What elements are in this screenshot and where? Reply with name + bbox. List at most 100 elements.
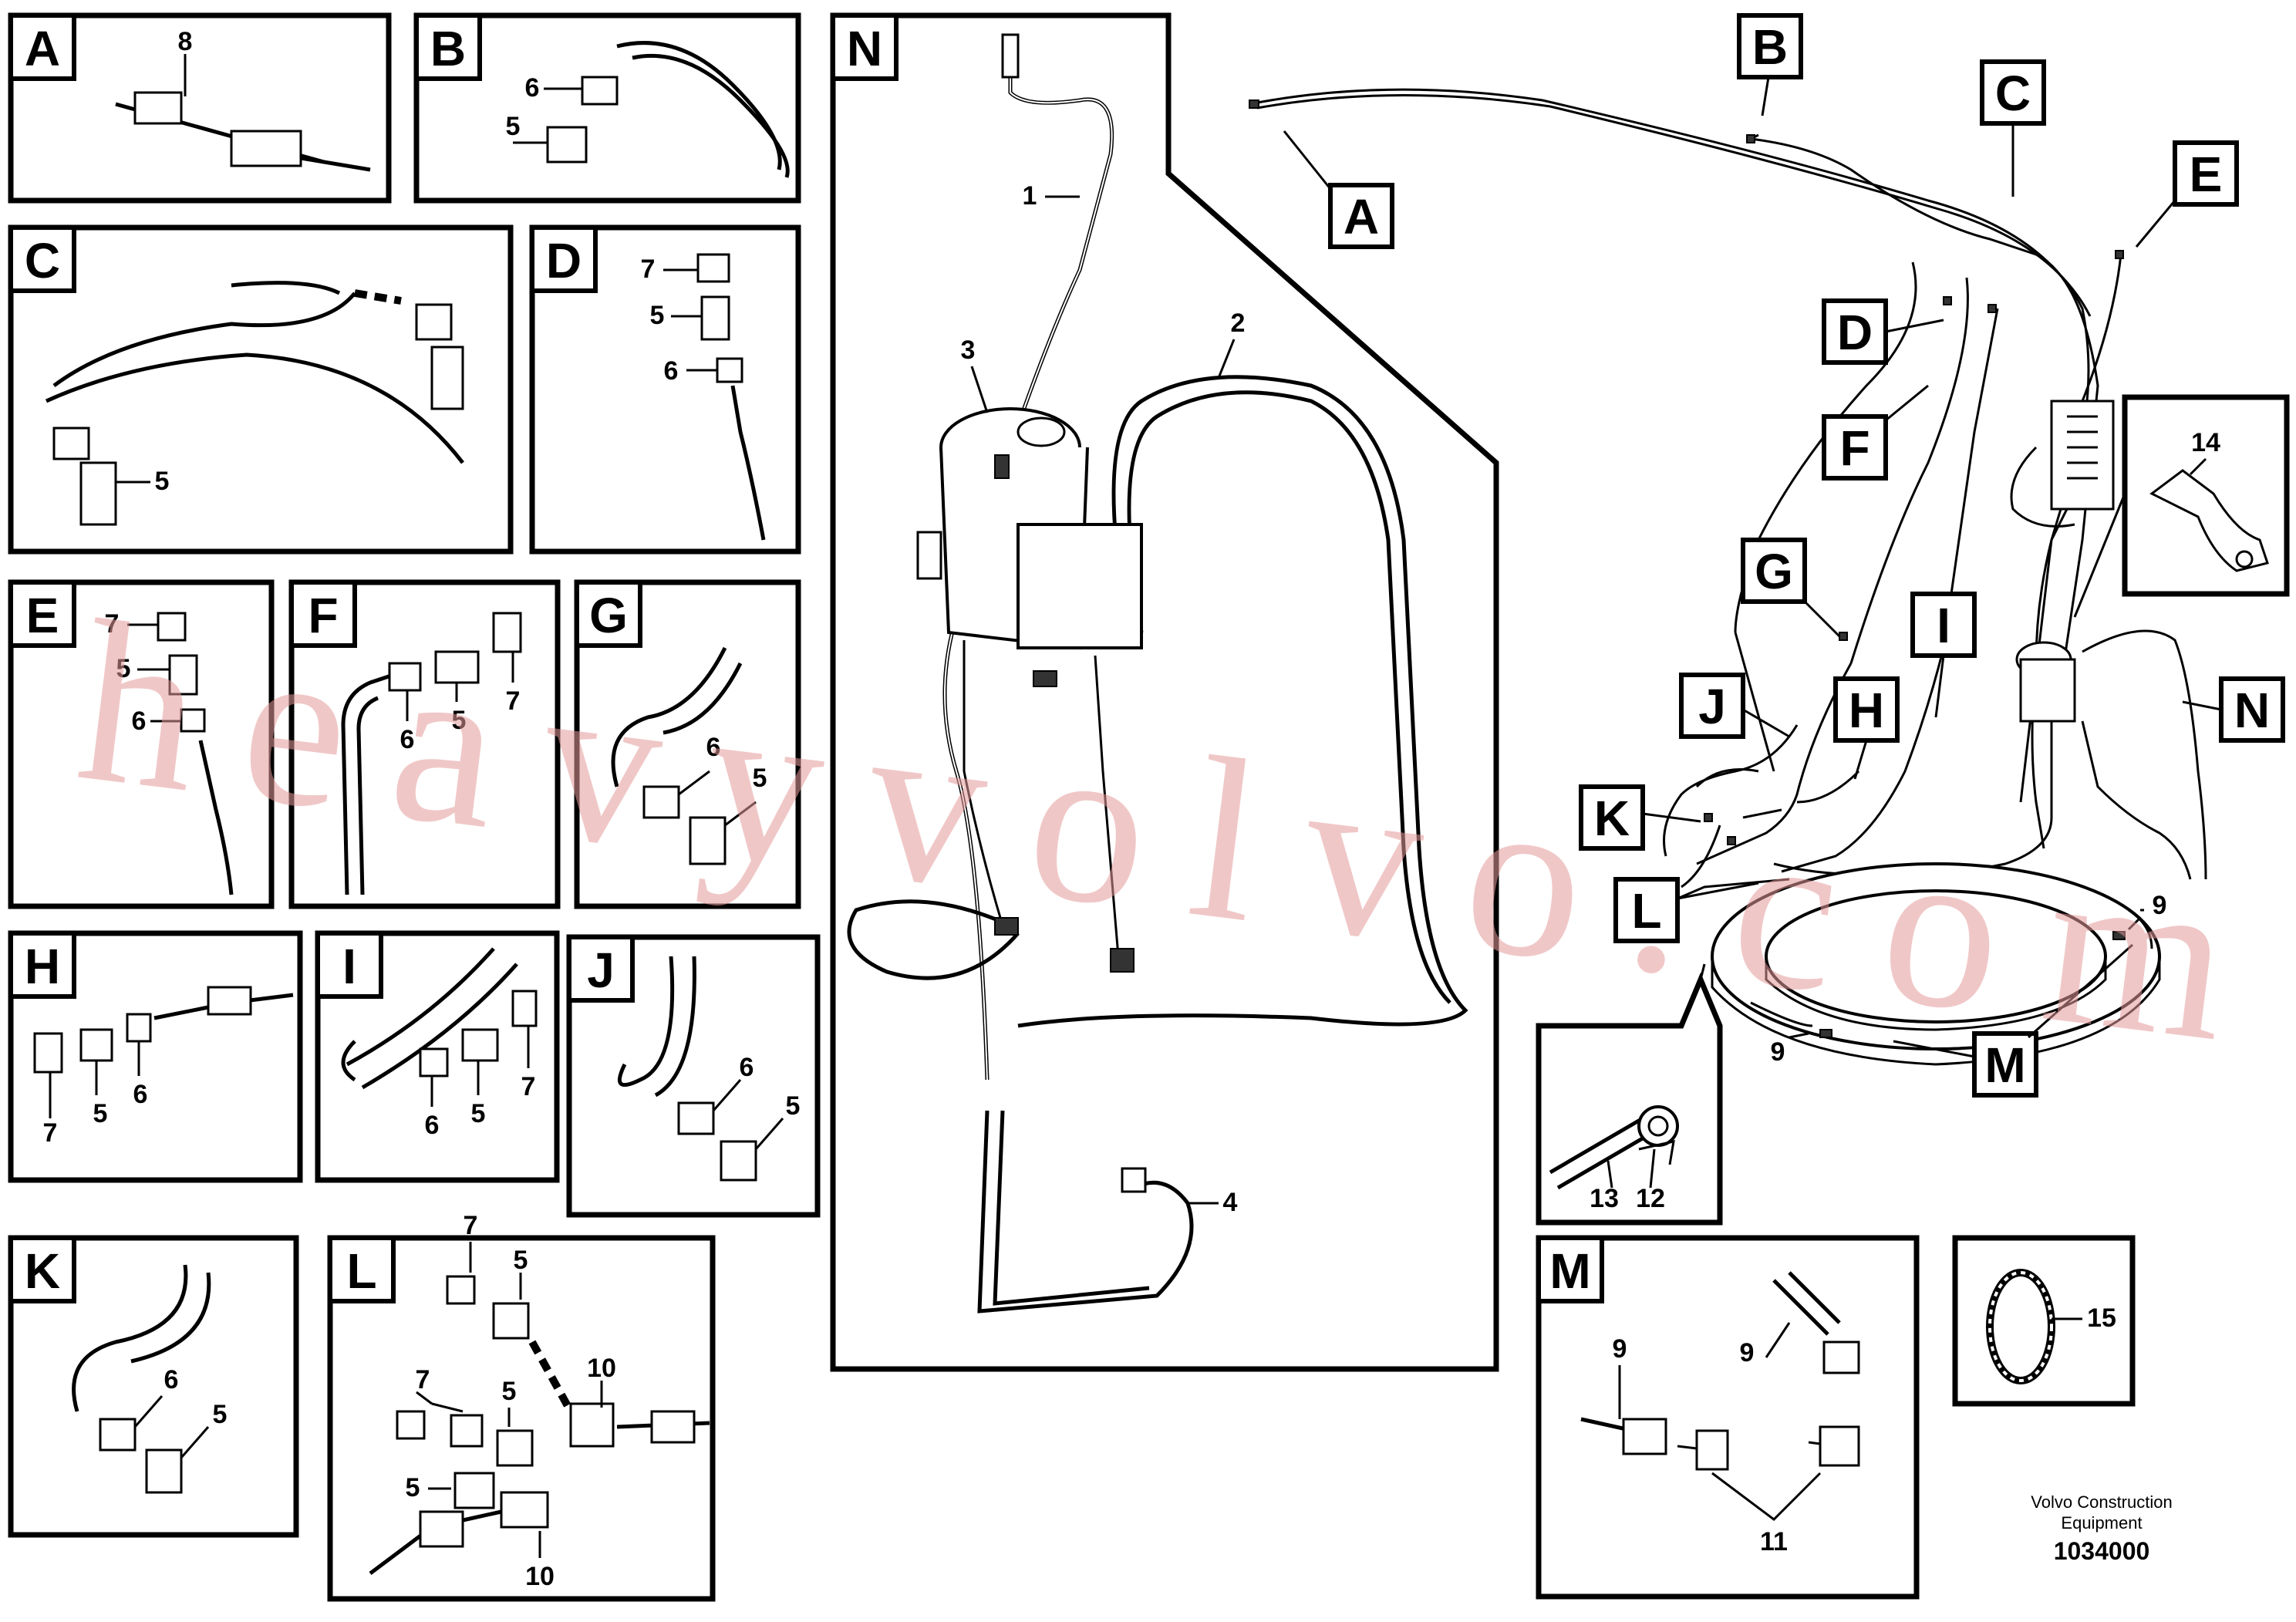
callout-f: F xyxy=(1822,384,1929,481)
detail-panel-b: B 6 5 xyxy=(413,12,801,204)
callout-k: K xyxy=(1579,784,1701,851)
panel-label-k: K xyxy=(25,1243,60,1299)
callout-b: B xyxy=(1737,13,1803,116)
callout-g: G xyxy=(1741,538,1841,638)
detail-panel-d: D 7 5 6 xyxy=(529,224,801,555)
panel-label-b: B xyxy=(430,21,466,76)
detail-cable-tie: 15 xyxy=(1952,1235,2136,1407)
detail-panel-j: J 6 5 xyxy=(566,934,821,1218)
svg-text:D: D xyxy=(1837,305,1873,360)
part-number-7-l2: 7 xyxy=(416,1365,430,1394)
svg-text:N: N xyxy=(2234,683,2270,738)
panel-label-c: C xyxy=(25,233,60,288)
part-number-7-l1: 7 xyxy=(464,1211,478,1240)
part-number-8: 8 xyxy=(178,27,193,56)
part-number-7-f: 7 xyxy=(506,686,521,716)
part-number-7-i: 7 xyxy=(521,1072,536,1101)
part-number-9-m2: 9 xyxy=(1740,1338,1755,1367)
part-number-9-m1: 9 xyxy=(1613,1334,1627,1364)
panel-label-h: H xyxy=(25,939,60,994)
svg-text:B: B xyxy=(1752,19,1788,75)
svg-text:L: L xyxy=(1631,883,1661,939)
part-number-2: 2 xyxy=(1231,309,1246,338)
overview-routing: 9 9 xyxy=(1249,88,2207,1067)
callout-n: N xyxy=(2182,676,2285,743)
callout-d: D xyxy=(1822,298,1944,365)
pump-unit xyxy=(916,407,1143,973)
detail-panel-f: F 6 5 7 xyxy=(288,579,561,909)
panel-label-l: L xyxy=(346,1243,376,1299)
part-number-10-l1: 10 xyxy=(587,1354,616,1383)
part-number-5-l2: 5 xyxy=(502,1377,517,1406)
part-number-5-h: 5 xyxy=(93,1099,108,1128)
footer-diagram-code: 1034000 xyxy=(2054,1537,2150,1565)
callout-c: C xyxy=(1980,59,2046,197)
part-number-6-e: 6 xyxy=(132,706,147,736)
panel-label-e: E xyxy=(26,588,59,643)
detail-panel-k: K 6 5 xyxy=(8,1235,299,1538)
detail-panel-a: A 8 xyxy=(8,12,392,204)
detail-panel-l: L 7 5 10 7 5 5 10 xyxy=(327,1211,716,1602)
part-number-5-i: 5 xyxy=(471,1099,486,1128)
part-number-7-d: 7 xyxy=(641,255,656,284)
part-number-6-k: 6 xyxy=(164,1365,179,1394)
part-number-13: 13 xyxy=(1590,1184,1619,1213)
svg-text:A: A xyxy=(1344,189,1379,244)
svg-text:F: F xyxy=(1839,420,1870,476)
part-number-9-overview-b: 9 xyxy=(1771,1037,1785,1067)
detail-panel-i: I 6 5 7 xyxy=(315,930,560,1183)
svg-text:E: E xyxy=(2190,147,2223,202)
part-number-4: 4 xyxy=(1223,1188,1238,1217)
part-number-5-j: 5 xyxy=(786,1091,801,1121)
part-number-10-l2: 10 xyxy=(525,1562,555,1591)
part-number-14: 14 xyxy=(2191,428,2220,457)
part-number-7-h: 7 xyxy=(43,1118,58,1148)
part-number-6-f: 6 xyxy=(400,725,415,754)
callout-i: I xyxy=(1910,592,1977,718)
part-number-6-d: 6 xyxy=(664,356,679,386)
part-number-6-j: 6 xyxy=(740,1053,754,1082)
panel-label-g: G xyxy=(589,588,628,643)
detail-panel-h: H 7 5 6 xyxy=(8,930,303,1183)
part-number-6-g: 6 xyxy=(706,733,721,762)
part-number-6-i: 6 xyxy=(425,1111,440,1140)
part-number-3: 3 xyxy=(961,336,976,365)
footer: Volvo Construction Equipment 1034000 xyxy=(2031,1492,2172,1565)
callout-m: M xyxy=(1893,943,2133,1098)
svg-text:I: I xyxy=(1937,598,1950,653)
part-number-5-e: 5 xyxy=(116,654,131,683)
detail-clamp: 13 12 xyxy=(1536,963,1723,1226)
part-number-5-l1: 5 xyxy=(514,1246,528,1275)
panel-label-d: D xyxy=(546,233,582,288)
detail-panel-n: N 1 2 3 4 xyxy=(830,12,1499,1372)
detail-panel-g: G 6 5 xyxy=(574,579,801,909)
svg-text:J: J xyxy=(1698,679,1726,734)
panel-label-i: I xyxy=(342,939,356,994)
part-number-6-b: 6 xyxy=(525,73,540,103)
part-number-5-g: 5 xyxy=(753,764,767,793)
svg-text:K: K xyxy=(1594,791,1630,846)
callout-e: E xyxy=(2135,140,2239,248)
panel-label-m: M xyxy=(1549,1243,1590,1299)
part-number-5-f: 5 xyxy=(452,706,467,735)
part-number-15: 15 xyxy=(2087,1303,2116,1333)
part-number-12: 12 xyxy=(1636,1184,1665,1213)
part-number-9-overview-a: 9 xyxy=(2153,891,2167,920)
part-number-5-b: 5 xyxy=(506,112,521,141)
panel-label-j: J xyxy=(587,943,615,998)
footer-company-line2: Equipment xyxy=(2061,1513,2142,1533)
detail-panel-m: M 9 9 11 xyxy=(1536,1235,1920,1600)
detail-bracket: 14 xyxy=(2073,394,2290,618)
part-number-7-e: 7 xyxy=(105,609,120,639)
svg-text:C: C xyxy=(1995,66,2031,121)
part-number-5-l3: 5 xyxy=(406,1473,420,1502)
callout-h: H xyxy=(1833,676,1900,780)
part-number-11: 11 xyxy=(1760,1527,1788,1556)
part-number-5-d: 5 xyxy=(650,301,665,330)
part-number-1: 1 xyxy=(1023,181,1037,211)
part-number-5-c: 5 xyxy=(155,467,170,496)
part-number-6-h: 6 xyxy=(133,1080,148,1109)
panel-label-a: A xyxy=(25,21,60,76)
svg-text:M: M xyxy=(1984,1037,2025,1093)
svg-text:G: G xyxy=(1755,544,1793,599)
